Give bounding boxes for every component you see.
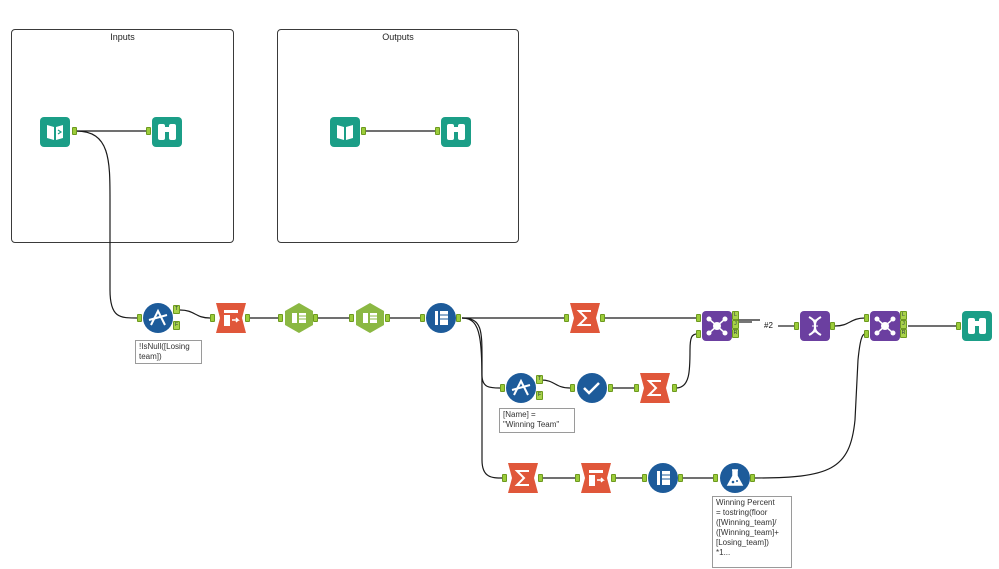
outputs-container[interactable]: Outputs <box>277 29 519 243</box>
output-anchor[interactable] <box>538 474 543 482</box>
output-anchor[interactable] <box>456 314 461 322</box>
input-anchor[interactable] <box>420 314 425 322</box>
input-anchor[interactable] <box>634 384 639 392</box>
formula-icon[interactable] <box>720 463 750 493</box>
wire <box>461 317 504 479</box>
input-anchor[interactable] <box>956 322 961 330</box>
outputs-container-title: Outputs <box>382 32 414 42</box>
input-anchor[interactable] <box>713 474 718 482</box>
input-anchor[interactable] <box>642 474 647 482</box>
join-left-anchor[interactable]: L <box>732 311 739 320</box>
output-anchor[interactable] <box>361 127 366 135</box>
cross-tab-icon[interactable] <box>216 303 246 333</box>
left-input-anchor[interactable] <box>864 314 869 322</box>
summarize-icon[interactable] <box>570 303 600 333</box>
right-input-anchor[interactable] <box>696 330 701 338</box>
output-anchor[interactable] <box>611 474 616 482</box>
wire <box>675 333 698 389</box>
text-to-columns-icon[interactable] <box>284 303 314 333</box>
join-left-anchor[interactable]: L <box>900 311 907 320</box>
input-data-icon[interactable] <box>40 117 70 147</box>
input-anchor[interactable] <box>146 127 151 135</box>
output-anchor[interactable] <box>608 384 613 392</box>
inputs-container-title: Inputs <box>110 32 135 42</box>
left-input-anchor[interactable] <box>696 314 701 322</box>
input-anchor[interactable] <box>575 474 580 482</box>
input-anchor[interactable] <box>564 314 569 322</box>
filter-annotation[interactable]: [Name] = "Winning Team" <box>499 408 575 433</box>
wire <box>834 317 866 327</box>
join-join-anchor[interactable]: J <box>732 320 739 329</box>
wire <box>753 333 866 479</box>
browse-icon[interactable] <box>441 117 471 147</box>
output-anchor[interactable] <box>313 314 318 322</box>
output-anchor[interactable] <box>245 314 250 322</box>
summarize-icon[interactable] <box>508 463 538 493</box>
summarize-icon[interactable] <box>640 373 670 403</box>
input-anchor[interactable] <box>502 474 507 482</box>
output-anchor[interactable] <box>672 384 677 392</box>
output-anchor[interactable] <box>678 474 683 482</box>
input-anchor[interactable] <box>500 384 505 392</box>
filter-icon[interactable] <box>506 373 536 403</box>
formula-annotation[interactable]: Winning Percent = tostring(floor ([Winni… <box>712 496 792 568</box>
join-join-anchor[interactable]: J <box>900 320 907 329</box>
join-right-anchor[interactable]: R <box>900 329 907 338</box>
join-icon[interactable] <box>870 311 900 341</box>
input-anchor[interactable] <box>435 127 440 135</box>
output-anchor[interactable] <box>385 314 390 322</box>
connection-label: #2 <box>764 321 773 330</box>
false-anchor[interactable]: F <box>173 321 180 330</box>
input-anchor[interactable] <box>278 314 283 322</box>
browse-icon[interactable] <box>152 117 182 147</box>
true-anchor[interactable]: T <box>173 305 180 314</box>
input-anchor[interactable] <box>137 314 142 322</box>
wire <box>540 379 571 389</box>
input-anchor[interactable] <box>210 314 215 322</box>
output-anchor[interactable] <box>750 474 755 482</box>
cross-tab-icon[interactable] <box>581 463 611 493</box>
join-right-anchor[interactable]: R <box>732 329 739 338</box>
input-anchor[interactable] <box>570 384 575 392</box>
filter-icon[interactable] <box>143 303 173 333</box>
output-data-icon[interactable] <box>962 311 992 341</box>
output-anchor[interactable] <box>72 127 77 135</box>
true-anchor[interactable]: T <box>536 375 543 384</box>
sample-icon[interactable] <box>577 373 607 403</box>
output-anchor[interactable] <box>830 322 835 330</box>
input-anchor[interactable] <box>349 314 354 322</box>
output-anchor[interactable] <box>600 314 605 322</box>
select-icon[interactable] <box>648 463 678 493</box>
input-data-icon[interactable] <box>330 117 360 147</box>
input-anchor[interactable] <box>794 322 799 330</box>
wire <box>75 130 138 319</box>
filter-annotation[interactable]: !IsNull([Losing team]) <box>135 340 202 364</box>
wire <box>179 309 211 319</box>
dna-icon[interactable] <box>800 311 830 341</box>
select-icon[interactable] <box>426 303 456 333</box>
false-anchor[interactable]: F <box>536 391 543 400</box>
join-icon[interactable] <box>702 311 732 341</box>
right-input-anchor[interactable] <box>864 330 869 338</box>
text-to-columns-icon[interactable] <box>355 303 385 333</box>
